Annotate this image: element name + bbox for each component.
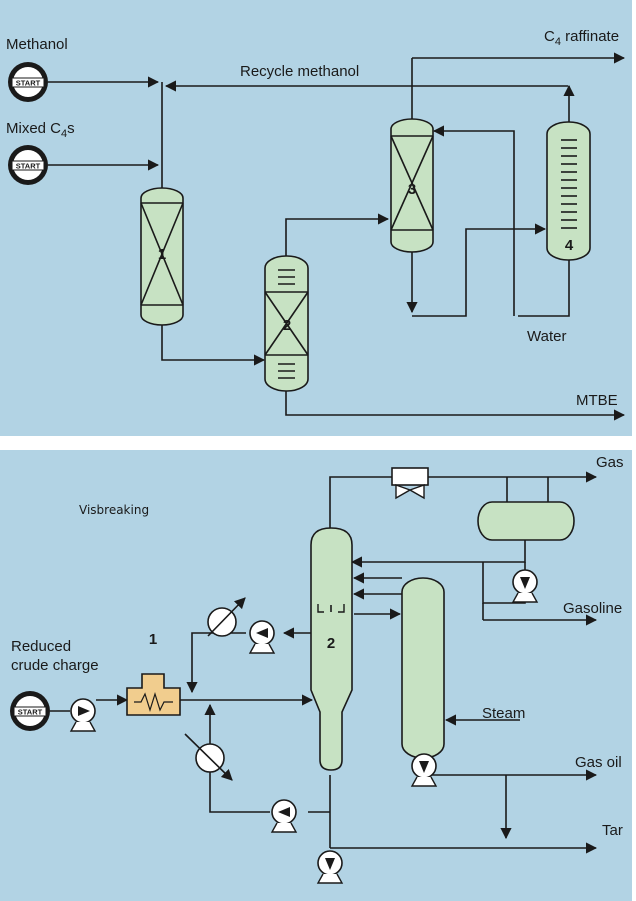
label-gas: Gas xyxy=(596,454,624,471)
svg-text:3: 3 xyxy=(408,181,416,198)
label-mixed-c4s: Mixed C4s xyxy=(6,120,75,140)
label-mtbe: MTBE xyxy=(576,392,618,409)
diagram-title-visbreaking: Visbreaking xyxy=(79,503,149,517)
pump-gasoline xyxy=(511,569,539,603)
label-c4-raffinate: C4 raffinate xyxy=(544,28,619,48)
pump-feed xyxy=(69,698,97,732)
stripper-column xyxy=(401,577,445,759)
top-panel xyxy=(0,0,632,436)
heat-exchanger-top xyxy=(207,597,246,637)
column-2-visbreaker: 2 xyxy=(310,527,353,771)
label-reduced-crude-2: crude charge xyxy=(11,657,99,674)
heat-exchanger-bottom xyxy=(184,733,233,781)
column-3: 3 xyxy=(390,118,434,253)
label-gas-oil: Gas oil xyxy=(575,754,622,771)
label-reduced-crude-1: Reduced xyxy=(11,638,71,655)
svg-text:START: START xyxy=(16,79,41,88)
air-cooler xyxy=(391,467,429,500)
top-flow-lines xyxy=(48,52,626,421)
label-recycle-methanol: Recycle methanol xyxy=(240,63,359,80)
svg-text:2: 2 xyxy=(327,635,335,652)
pump-quench xyxy=(270,799,298,833)
label-water: Water xyxy=(527,328,566,345)
pump-reflux xyxy=(248,620,276,654)
svg-text:2: 2 xyxy=(283,317,291,334)
svg-text:START: START xyxy=(18,708,43,717)
label-steam: Steam xyxy=(482,705,525,722)
svg-text:1: 1 xyxy=(149,631,157,648)
reflux-drum xyxy=(477,501,575,541)
svg-text:4: 4 xyxy=(565,237,574,254)
pump-gas-oil xyxy=(410,753,438,787)
start-icon-methanol: START xyxy=(8,62,48,102)
reactor-1: 1 xyxy=(140,187,184,326)
column-4: 4 xyxy=(546,121,591,261)
heater-1: 1 xyxy=(126,631,181,716)
label-tar: Tar xyxy=(602,822,623,839)
column-2: 2 xyxy=(264,255,309,392)
label-gasoline: Gasoline xyxy=(563,600,622,617)
pump-tar xyxy=(316,850,344,884)
label-methanol: Methanol xyxy=(6,36,68,53)
svg-text:START: START xyxy=(16,162,41,171)
start-icon-mixed-c4s: START xyxy=(8,145,48,185)
start-icon-crude: START xyxy=(10,691,50,731)
svg-text:1: 1 xyxy=(158,246,166,263)
